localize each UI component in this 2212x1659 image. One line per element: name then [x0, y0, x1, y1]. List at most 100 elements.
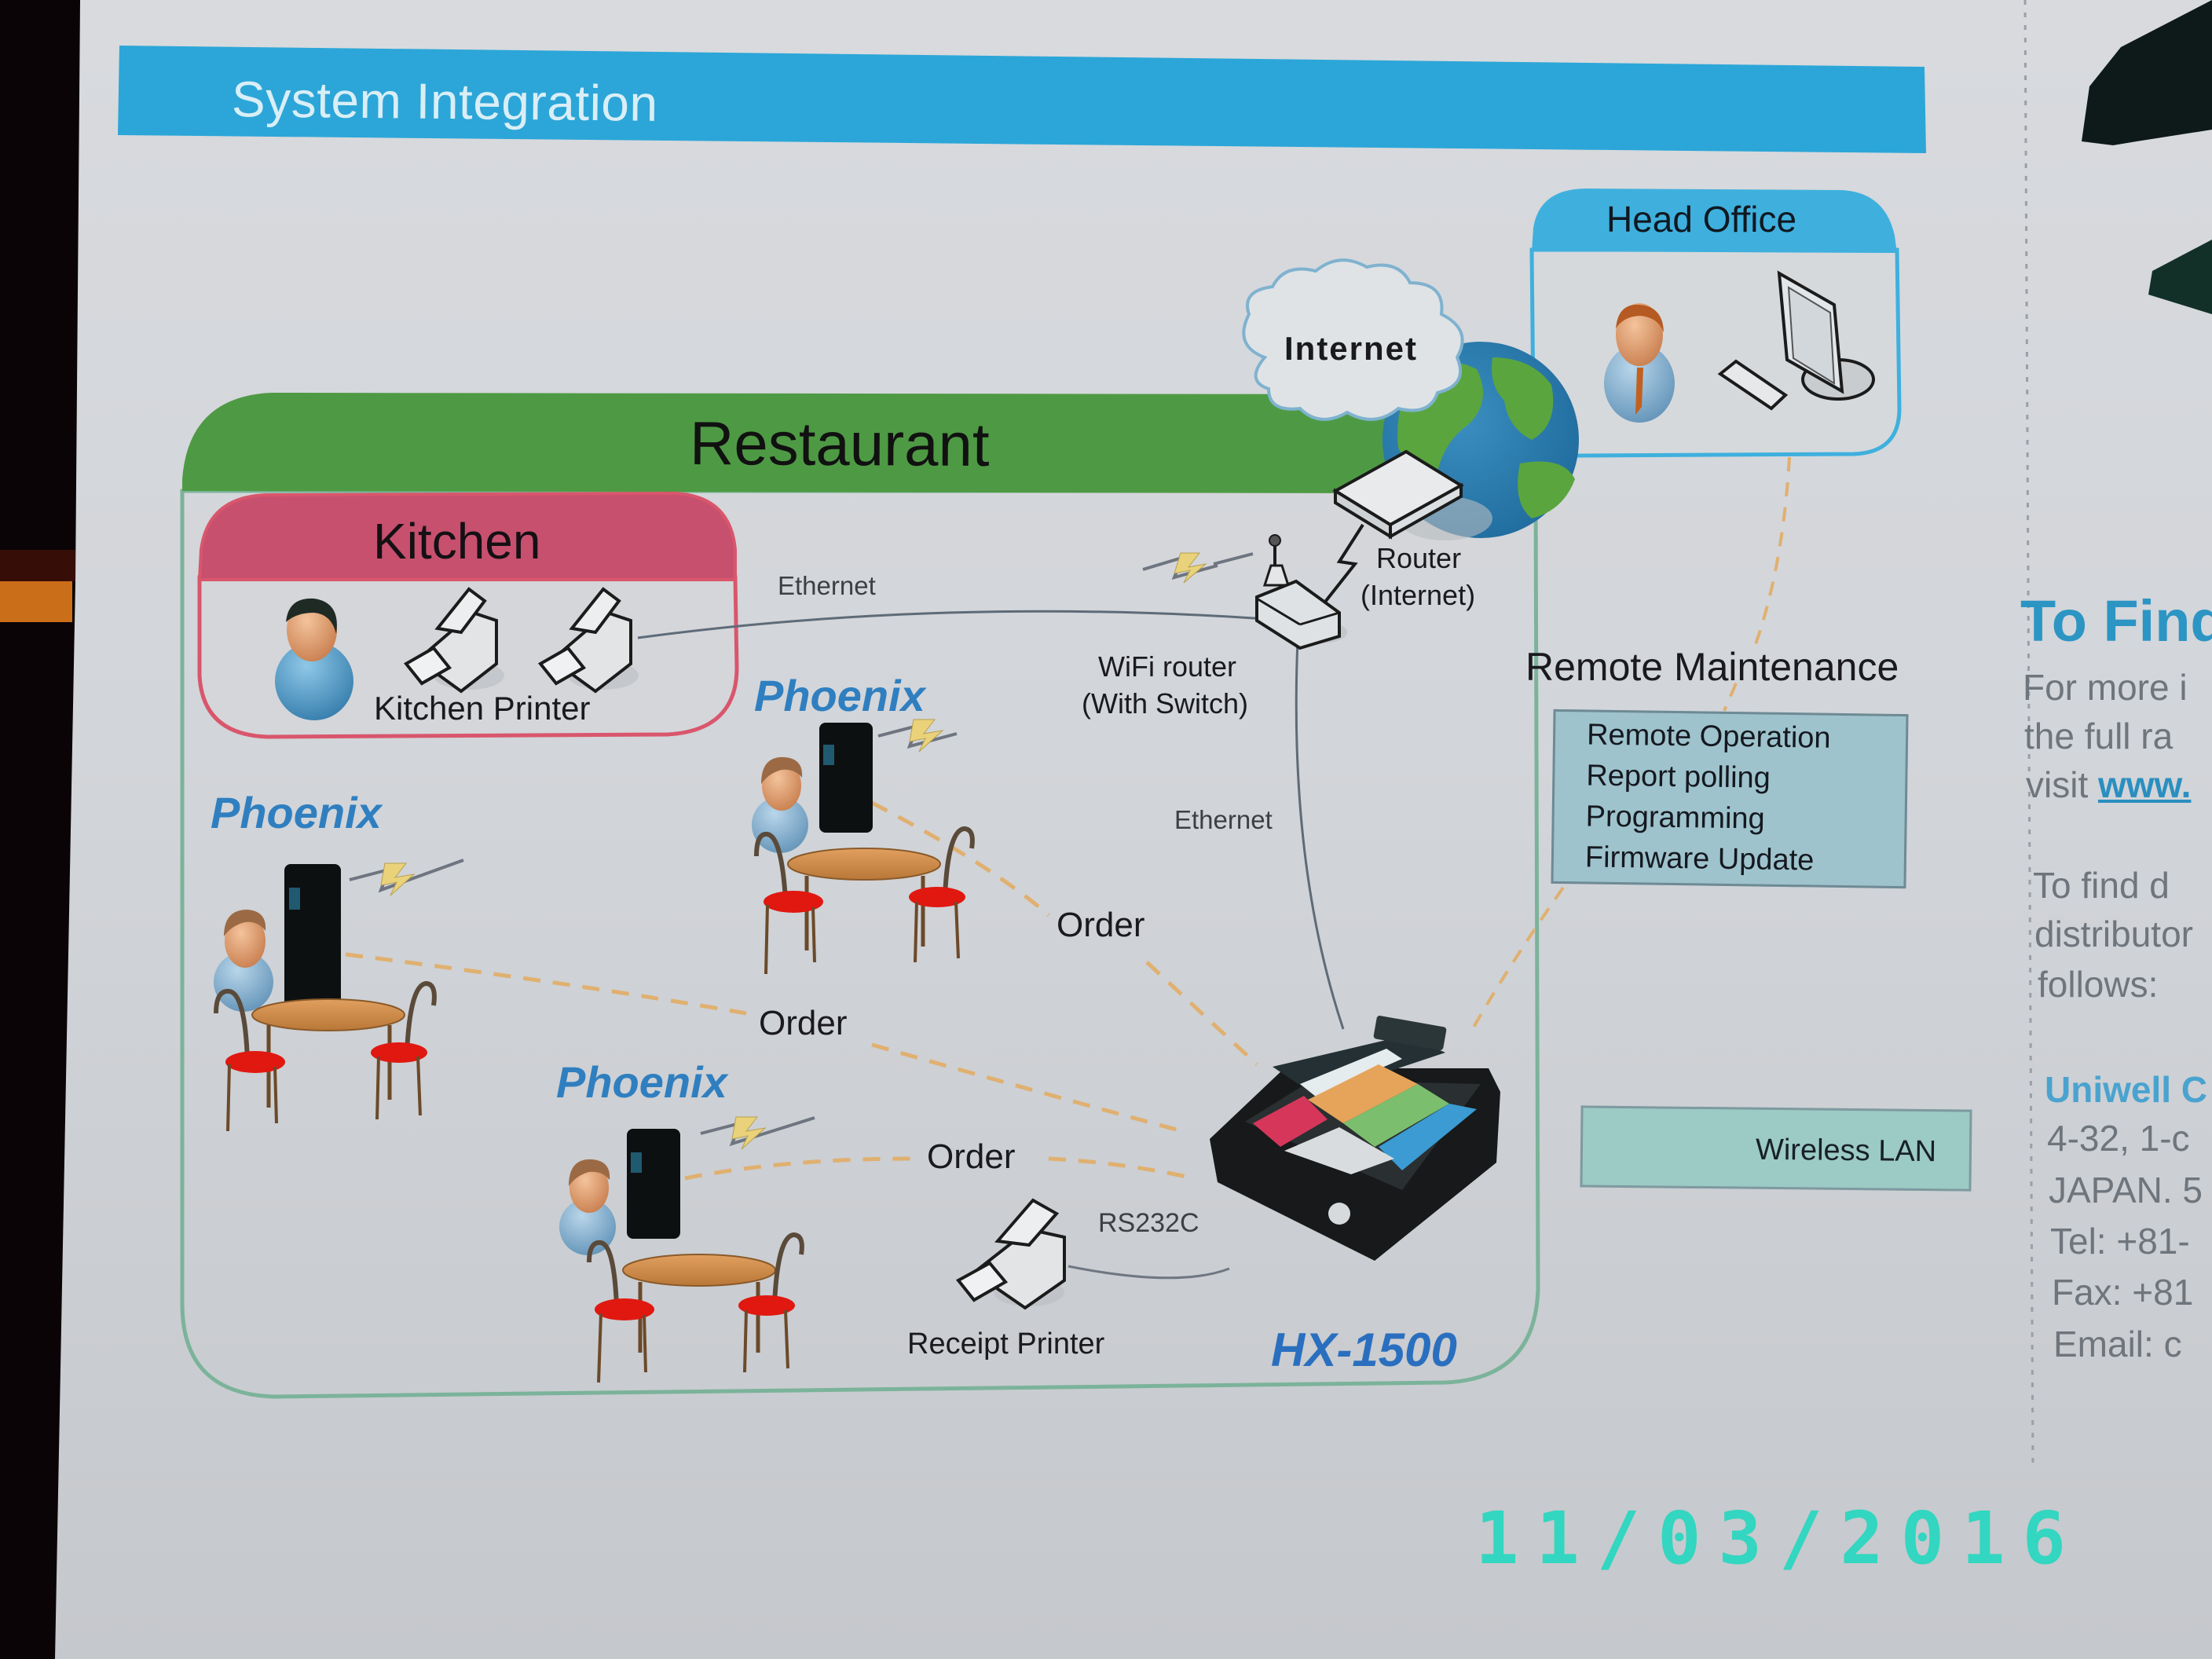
photo-date-stamp: 11/03/2016	[1475, 1496, 2083, 1580]
orange-light-band	[0, 581, 72, 622]
right-column-line: the full ra	[2024, 716, 2174, 756]
order-line-1b	[1145, 961, 1258, 1066]
ethernet-line-pos	[1295, 639, 1345, 1030]
left-dark-edge	[0, 0, 80, 1659]
wireless-bolt-icon	[700, 1116, 815, 1150]
ethernet-label-pos: Ethernet	[1174, 805, 1273, 834]
remote-line-lower	[1467, 886, 1565, 1036]
restaurant-title: Restaurant	[689, 408, 990, 479]
table-group-middle	[752, 723, 975, 975]
maintenance-item: Firmware Update	[1584, 840, 1815, 877]
wireless-bolt-icon	[349, 859, 464, 896]
right-column-heading: To Find	[2020, 588, 2212, 654]
order-line-2b	[871, 1042, 1183, 1133]
router-label-line2: (Internet)	[1361, 579, 1476, 611]
receipt-printer-icon	[955, 1198, 1066, 1310]
router-link-line	[1318, 523, 1364, 610]
phoenix-label: Phoenix	[556, 1057, 727, 1107]
kitchen-title: Kitchen	[373, 513, 541, 569]
wifi-router-label-line1: WiFi router	[1098, 650, 1237, 683]
legend-wireless-lan-label: Wireless LAN	[1755, 1133, 1937, 1169]
phoenix-label: Phoenix	[211, 788, 382, 837]
legend-box: Wireless LAN	[1580, 1105, 1972, 1192]
chair-icon	[371, 980, 437, 1120]
kitchen-header	[197, 491, 737, 581]
head-office-person-icon	[1604, 303, 1675, 423]
head-office-title: Head Office	[1606, 199, 1797, 240]
fax-line: Fax: +81	[2052, 1272, 2194, 1313]
right-dark-object	[2148, 240, 2212, 314]
remote-maintenance-box: Remote Operation Report polling Programm…	[1551, 709, 1909, 889]
right-column-line: follows:	[2038, 964, 2159, 1005]
restaurant-header	[182, 393, 1414, 493]
remote-line-mid	[1723, 683, 1738, 712]
internet-cloud-icon	[1242, 258, 1464, 421]
order-label: Order	[927, 1137, 1016, 1176]
phoenix-handheld-icon	[627, 1129, 680, 1239]
order-label: Order	[759, 1004, 848, 1042]
maintenance-item: Programming	[1585, 800, 1766, 836]
waiter-person-icon	[559, 1159, 616, 1255]
maintenance-item: Remote Operation	[1586, 718, 1831, 755]
table-group-left	[214, 864, 437, 1132]
kitchen-printer-icon	[403, 587, 504, 694]
chair-icon	[738, 1232, 804, 1373]
right-column-line: distributor	[2034, 914, 2193, 954]
head-office-header	[1532, 189, 1897, 253]
wireless-bolt-icon	[1142, 552, 1254, 584]
ethernet-line-kitchen	[637, 610, 1267, 639]
order-line-3a	[684, 1156, 912, 1181]
order-line-2a	[345, 952, 747, 1016]
remote-maintenance-title: Remote Maintenance	[1525, 645, 1899, 689]
dining-table-icon	[251, 998, 405, 1108]
pos-terminal-icon	[1210, 1016, 1500, 1261]
top-right-dark-object	[2082, 0, 2212, 145]
receipt-printer-label: Receipt Printer	[907, 1328, 1105, 1361]
ethernet-label-kitchen: Ethernet	[778, 571, 876, 600]
address-line: JAPAN. 5	[2049, 1170, 2203, 1210]
section-banner	[118, 46, 1926, 153]
chair-icon	[214, 988, 285, 1132]
wireless-bolt-icon	[877, 719, 958, 753]
computer-icon	[1717, 270, 1875, 411]
orange-glow	[0, 550, 75, 581]
wireless-bolts	[349, 552, 1254, 1150]
kitchen-staff-person-icon	[275, 598, 353, 720]
maintenance-item: Report polling	[1586, 759, 1771, 795]
address-line: 4-32, 1-c	[2047, 1118, 2190, 1159]
phoenix-handheld-icon	[284, 864, 341, 1017]
visit-prefix: visit	[2026, 764, 2098, 805]
company-name: Uniwell C	[2045, 1069, 2208, 1110]
restaurant-zone	[180, 393, 1540, 1399]
chair-icon	[587, 1240, 654, 1383]
phoenix-label: Phoenix	[754, 671, 925, 720]
tel-line: Tel: +81-	[2050, 1221, 2190, 1262]
head-office-border	[1529, 247, 1902, 458]
website-link[interactable]: www.	[2098, 764, 2192, 805]
kitchen-printer-icon	[537, 587, 639, 694]
right-column-line: For more i	[2023, 667, 2188, 708]
rs232c-line	[1068, 1265, 1230, 1280]
waiter-person-icon	[752, 756, 808, 853]
wifi-router-icon	[1255, 534, 1347, 650]
right-column-visit-line: visit www.	[2026, 764, 2191, 806]
dining-table-icon	[622, 1254, 776, 1353]
router-icon	[1332, 449, 1492, 540]
kitchen-printer-label: Kitchen Printer	[374, 690, 591, 727]
dining-table-icon	[787, 848, 941, 950]
remote-line-upper	[1754, 456, 1791, 645]
router-label-line1: Router	[1376, 542, 1462, 574]
phoenix-handheld-icon	[819, 723, 873, 833]
wifi-router-label-line2: (With Switch)	[1082, 687, 1249, 720]
order-line-1a	[870, 800, 1050, 917]
email-line: Email: c	[2053, 1324, 2182, 1364]
restaurant-border	[180, 489, 1540, 1399]
right-column-line: To find d	[2033, 865, 2170, 906]
order-line-3b	[1048, 1156, 1195, 1181]
pos-model-label: HX-1500	[1271, 1324, 1457, 1376]
waiter-person-icon	[214, 910, 273, 1012]
internet-label: Internet	[1284, 330, 1419, 367]
